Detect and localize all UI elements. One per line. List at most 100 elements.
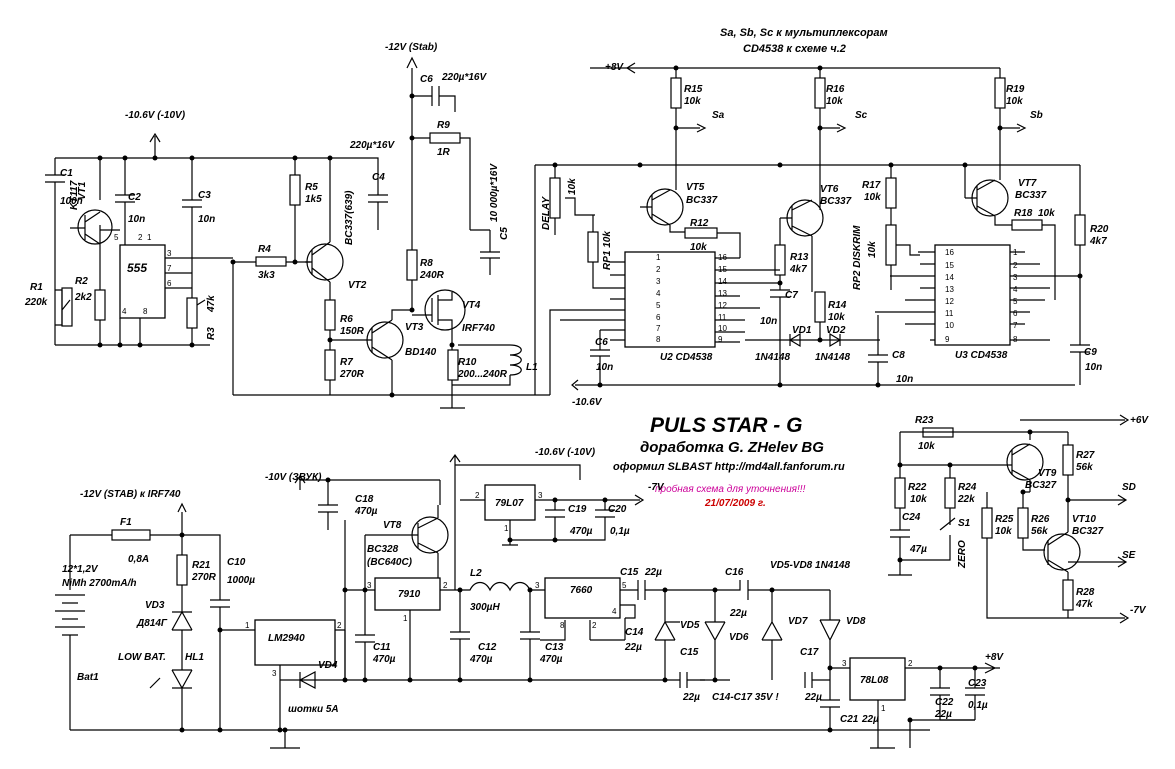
component-ref: C20: [608, 504, 627, 515]
component-value: BD140: [405, 347, 437, 358]
component-ref: C13: [545, 642, 564, 653]
component-value: 10k: [918, 441, 935, 452]
component-ref: L2: [470, 568, 482, 579]
component-value: IRF740: [462, 323, 495, 334]
rail-label: -7V: [1130, 605, 1147, 616]
pin-number: 5: [114, 233, 119, 242]
rail-label: -12V (STAB) к IRF740: [80, 489, 181, 500]
component-ref: VT2: [348, 280, 367, 291]
component-value: 0,1µ: [610, 526, 630, 537]
component-ref: L1: [526, 362, 538, 373]
pin-number: 2: [656, 265, 661, 274]
component-ref: VT10: [1072, 514, 1096, 525]
component-value: 1N4148: [755, 352, 790, 363]
ic-lm2940: [254, 619, 336, 666]
component-ref: R21: [192, 560, 211, 571]
component-ref: C5: [499, 227, 510, 240]
component-ref: C21: [840, 714, 859, 725]
component-ref: C8: [892, 350, 905, 361]
component-ref: R8: [420, 258, 433, 269]
component-value: C14-C17 35V !: [712, 692, 779, 703]
component-ref: VT1: [77, 181, 88, 200]
pin-number: 3: [1013, 273, 1018, 282]
component-value: 10k: [1006, 96, 1023, 107]
component-value: 220µ*16V: [441, 72, 487, 83]
pin-number: 10: [945, 321, 954, 330]
component-ref: C22: [935, 697, 954, 708]
rail-label: -12V (Stab): [385, 42, 438, 53]
rail-label: -10V (ЗВУК): [265, 472, 322, 483]
pin-number: 1: [245, 621, 250, 630]
ic-78l08: [849, 657, 906, 701]
component-value: BC337: [820, 196, 852, 207]
component-ref: R16: [826, 84, 845, 95]
pin-number: 8: [143, 307, 148, 316]
component-ref: C4: [372, 172, 385, 183]
component-value: 270R: [339, 369, 365, 380]
component-value: BC337: [1015, 190, 1047, 201]
component-value: 100n: [60, 196, 83, 207]
mux-line2: CD4538 к схеме ч.2: [743, 43, 846, 55]
component-ref: VD3: [145, 600, 165, 611]
component-ref: R6: [340, 314, 353, 325]
pin-number: 11: [718, 313, 727, 322]
pin-number: 7: [1013, 321, 1018, 330]
signal-label: SE: [1122, 550, 1136, 561]
component-value: 22µ: [729, 608, 747, 619]
component-value: 22µ: [682, 692, 700, 703]
ic-label: 7660: [570, 585, 593, 596]
rail-label: +6V: [1130, 415, 1149, 426]
pin-number: 8: [656, 335, 661, 344]
junctions: [97, 65, 1083, 733]
signal-label: Sa: [712, 110, 725, 121]
component-ref: HL1: [185, 652, 204, 663]
component-ref: ZERO: [957, 540, 968, 569]
component-value: 470µ: [539, 654, 563, 665]
pin-number: 15: [718, 265, 727, 274]
pin-number: 5: [622, 581, 627, 590]
component-ref: C7: [785, 290, 798, 301]
ic-7910: [374, 577, 441, 611]
component-ref: R19: [1006, 84, 1025, 95]
component-ref: C11: [373, 642, 391, 653]
component-value: 10k: [690, 242, 707, 253]
component-value: 12*1,2V: [62, 564, 99, 575]
component-ref: C19: [568, 504, 587, 515]
pin-number: 5: [1013, 297, 1018, 306]
ic-label: 7910: [398, 589, 421, 600]
component-ref: C12: [478, 642, 497, 653]
rail-label: +8V: [605, 62, 624, 73]
labels: PULS STAR - G доработка G. ZHelev BG офо…: [24, 27, 1149, 725]
pin-number: 15: [945, 261, 954, 270]
component-value: 1R: [437, 147, 451, 158]
component-ref: C14: [625, 627, 644, 638]
component-ref: VT3: [405, 322, 424, 333]
component-value: 470µ: [569, 526, 593, 537]
title-main: PULS STAR - G: [650, 414, 802, 437]
component-value: 0,8A: [128, 554, 149, 565]
pin-number: 16: [718, 253, 727, 262]
component-value: BC327: [1025, 480, 1057, 491]
component-value: 10k: [826, 96, 843, 107]
component-ref: R18: [1014, 208, 1033, 219]
component-ref: R13: [790, 252, 809, 263]
component-ref: R5: [305, 182, 318, 193]
component-value: 22µ: [934, 709, 952, 720]
pin-number: 3: [367, 581, 372, 590]
pin-number: 6: [1013, 309, 1018, 318]
ic-label: 79L07: [495, 498, 524, 509]
component-ref: R2: [75, 276, 88, 287]
pin-number: 10: [718, 324, 727, 333]
component-value: 4k7: [789, 264, 807, 275]
component-ref: VD2: [826, 325, 846, 336]
component-ref: R9: [437, 120, 450, 131]
component-ref: R15: [684, 84, 703, 95]
component-ref: C24: [902, 512, 921, 523]
component-ref: R28: [1076, 587, 1095, 598]
component-value: 10n: [596, 362, 613, 373]
component-ref: R12: [690, 218, 709, 229]
pin-number: 8: [560, 621, 565, 630]
pin-number: 4: [612, 607, 617, 616]
component-value: 240R: [419, 270, 445, 281]
